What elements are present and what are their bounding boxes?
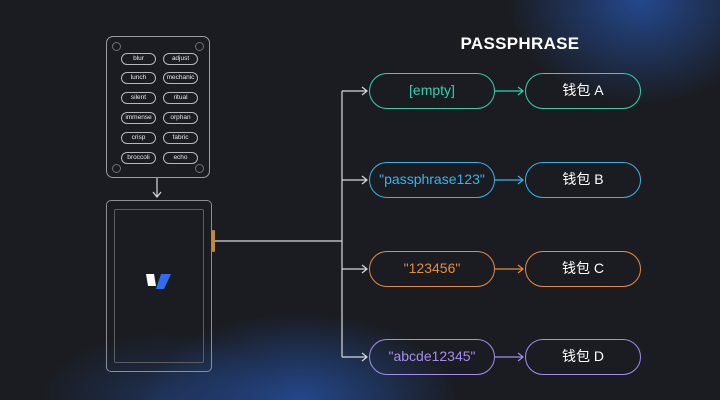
hardware-wallet-device [106,200,212,372]
seed-word: mechanic [163,72,198,84]
wallet-pill-b: 钱包 B [525,162,641,198]
seed-word: immense [121,112,156,124]
card-to-device-arrowhead [152,191,162,198]
seed-phrase-card: blur adjust lunch mechanic silent ritual… [106,36,210,178]
passphrase-pill-abcde12345: "abcde12345" [369,339,495,375]
device-side-button [212,230,215,252]
diagram-title: PASSPHRASE [460,34,580,53]
seed-word: orphan [163,112,198,124]
device-screen [114,209,204,363]
wallet-pill-c: 钱包 C [525,251,641,287]
passphrase-pill-passphrase123: "passphrase123" [369,162,495,198]
passphrase-to-wallet-arrowhead [517,175,524,185]
passphrase-pill-123456: "123456" [369,251,495,287]
passphrase-pill-empty: [empty] [369,73,495,109]
seed-word: ritual [163,92,198,104]
wallet-pill-a: 钱包 A [525,73,641,109]
seed-word: blur [121,53,156,65]
logo-white-mark [146,274,156,286]
brand-logo-icon [146,274,171,289]
card-hole-icon [195,42,204,51]
seed-word: adjust [163,53,198,65]
seed-word: crisp [121,132,156,144]
wallet-pill-d: 钱包 D [525,339,641,375]
branch-arrowhead [361,175,368,185]
seed-word: broccoli [121,152,156,164]
branch-arrowhead [361,86,368,96]
passphrase-to-wallet-arrowhead [517,264,524,274]
passphrase-to-wallet-arrowhead [517,352,524,362]
seed-word: fabric [163,132,198,144]
card-hole-icon [112,164,121,173]
seed-word: silent [121,92,156,104]
branch-arrowhead [361,264,368,274]
seed-word: lunch [121,72,156,84]
seed-word: echo [163,152,198,164]
passphrase-to-wallet-arrowhead [517,86,524,96]
logo-blue-mark [156,274,171,289]
card-hole-icon [195,164,204,173]
branch-arrowhead [361,352,368,362]
card-hole-icon [112,42,121,51]
